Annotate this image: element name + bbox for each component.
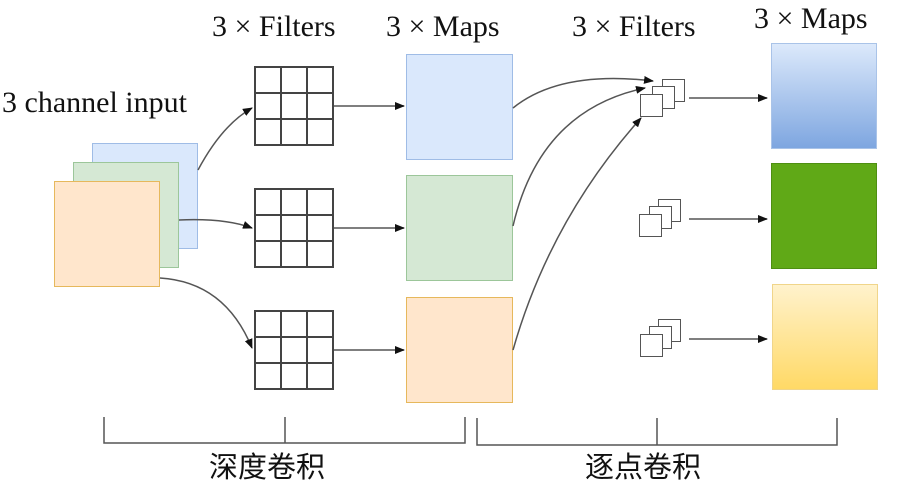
bracket-depthwise (103, 417, 466, 444)
pointwise-map-yellow (772, 284, 878, 390)
arrow-map-green-to-pw-1 (512, 85, 646, 227)
arrow-map-orange-to-pw-1 (512, 117, 642, 351)
pointwise-filter-1-layer-1 (640, 94, 663, 117)
pointwise-filter-3-layer-1 (640, 334, 663, 357)
input-channel-orange (54, 181, 160, 287)
bracket-pointwise (476, 418, 838, 446)
pointwise-maps-label: 3 × Maps (754, 2, 868, 35)
arrow-map-blue-to-pw-1 (512, 75, 654, 109)
arrow-input-to-filter-3 (159, 277, 253, 349)
depthwise-filters-label: 3 × Filters (212, 10, 336, 43)
pointwise-map-green (771, 163, 877, 269)
depthwise-group-label: 深度卷积 (209, 450, 326, 484)
arrow-input-to-filter-2 (178, 218, 253, 229)
depthwise-filter-2 (254, 188, 334, 268)
pointwise-filters-label: 3 × Filters (572, 10, 696, 43)
depthwise-filter-3 (254, 310, 334, 390)
arrow-input-to-filter-1 (197, 107, 253, 171)
depthwise-map-blue (406, 54, 513, 160)
depthwise-maps-label: 3 × Maps (386, 10, 500, 43)
pointwise-group-label: 逐点卷积 (585, 450, 702, 484)
input-label: 3 channel input (2, 86, 187, 119)
pointwise-map-blue (771, 43, 877, 149)
depthwise-map-green (406, 175, 513, 281)
depthwise-map-orange (406, 297, 513, 403)
depthwise-filter-1 (254, 66, 334, 146)
pointwise-filter-2-layer-1 (639, 214, 662, 237)
